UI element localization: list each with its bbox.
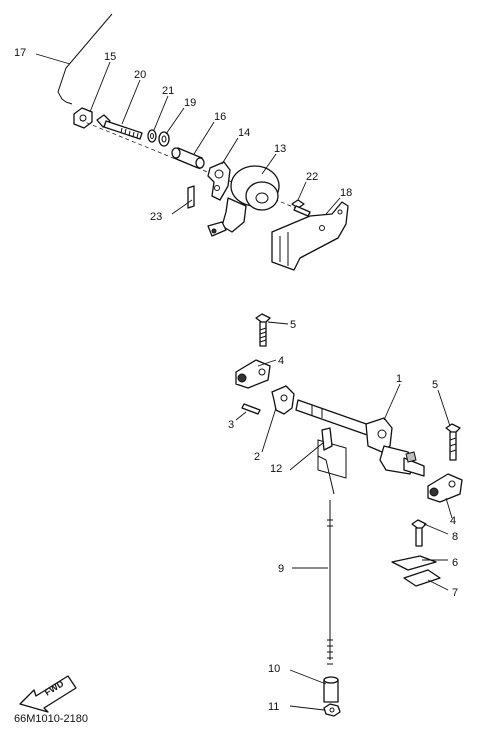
callout-3: 3 [228, 419, 234, 431]
callout-5-left: 5 [290, 319, 296, 331]
part-18-bracket [271, 201, 349, 271]
callout-19: 19 [184, 97, 196, 109]
callout-6: 6 [452, 557, 458, 569]
part-1-shaft [295, 399, 425, 477]
callout-9: 9 [278, 563, 284, 575]
part-14-lever [207, 161, 231, 201]
callout-1: 1 [396, 373, 402, 385]
callout-16: 16 [214, 111, 226, 123]
part-21-spring-washer [147, 129, 157, 143]
leader-lines [35, 53, 453, 711]
callout-5-right: 5 [432, 379, 438, 391]
part-23-clip [187, 185, 195, 209]
part-3-pin [241, 403, 261, 415]
callout-8: 8 [452, 531, 458, 543]
callout-13: 13 [274, 143, 286, 155]
callout-11: 11 [268, 701, 279, 713]
part-22-bolt [291, 199, 311, 217]
part-20-bolt [96, 114, 143, 140]
part-11-nut [323, 703, 341, 717]
part-10-sleeve [323, 676, 339, 703]
fwd-arrow-icon: FWD [19, 675, 77, 713]
callout-15: 15 [104, 51, 116, 63]
part-6-plate [391, 555, 437, 571]
part-4-rod-end-right [427, 473, 463, 503]
callout-17: 17 [14, 47, 26, 59]
callout-7: 7 [452, 587, 458, 599]
callout-21: 21 [162, 85, 174, 97]
part-5-bolt-right [445, 423, 461, 461]
callout-10: 10 [268, 663, 280, 675]
part-9-rod [317, 455, 335, 665]
part-8-bolt [411, 519, 427, 547]
part-16-collar [171, 147, 205, 169]
part-15-rod-joint [73, 107, 93, 129]
callout-2: 2 [254, 451, 260, 463]
callout-numbers: 17 15 20 21 19 16 14 13 22 18 23 5 4 1 5… [14, 47, 458, 713]
callout-12: 12 [270, 463, 282, 475]
callout-14: 14 [238, 127, 250, 139]
part-4-rod-end-left [235, 359, 271, 389]
part-2-lever [271, 385, 295, 415]
part-19-washer [158, 131, 170, 147]
part-12-clip [321, 427, 333, 451]
callout-18: 18 [340, 187, 352, 199]
callout-22: 22 [306, 171, 318, 183]
drawing-code: 66M1010-2180 [14, 713, 88, 725]
part-5-bolt-left [255, 313, 271, 347]
part-7-spacer [403, 569, 441, 587]
part-17-link-rod [57, 13, 113, 105]
part-13-pulley [207, 165, 280, 237]
callout-4-left: 4 [278, 355, 284, 367]
callout-20: 20 [134, 69, 146, 81]
callout-23: 23 [150, 211, 162, 223]
callout-4-right: 4 [450, 515, 456, 527]
